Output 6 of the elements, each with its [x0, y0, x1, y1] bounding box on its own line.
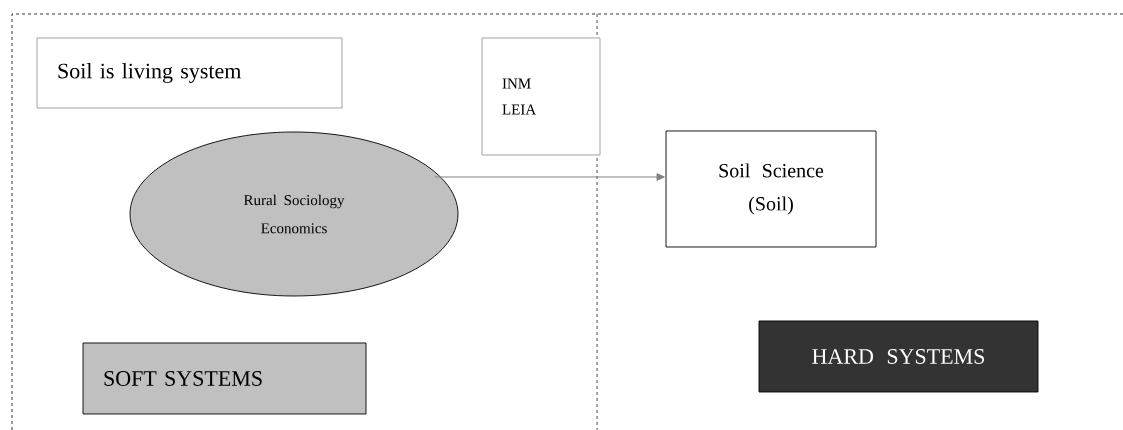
label-box: SOFT SYSTEMS: [82, 342, 367, 415]
label-box: HARD SYSTEMS: [758, 320, 1039, 393]
text-box: INM LEIA: [481, 37, 601, 156]
text-box: Soil is living system: [36, 37, 343, 109]
process-box: Soil Science (Soil): [665, 130, 877, 248]
arrow: [434, 173, 665, 181]
